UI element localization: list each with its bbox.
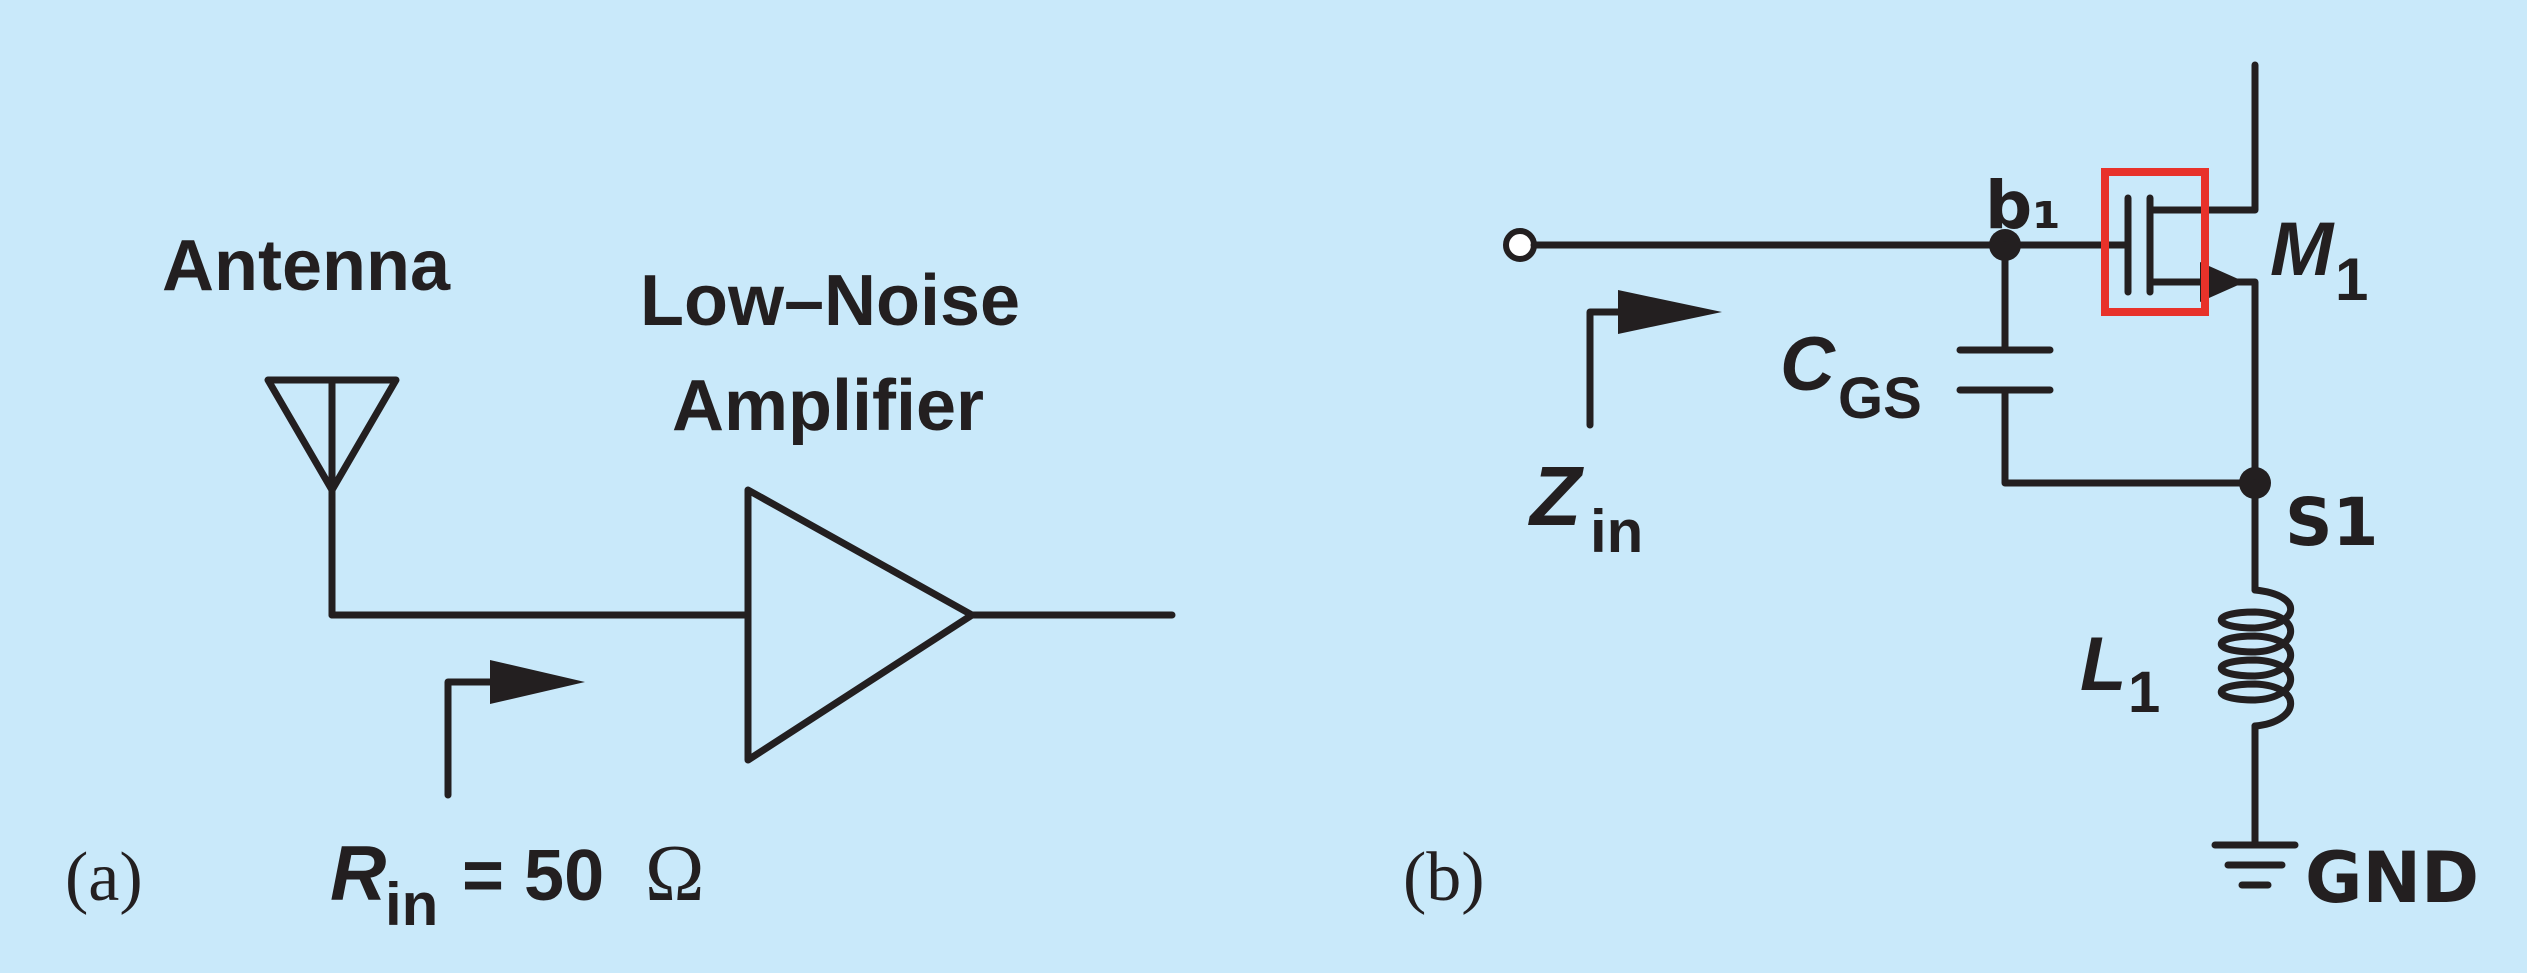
lna-label-line1: Low–Noise [640,261,1020,341]
cgs-capacitor [1956,241,2259,487]
zin-arrow [1586,290,1722,429]
ground-symbol [2211,841,2299,889]
rin-symbol: R [330,829,386,917]
m1-symbol: M [2270,207,2335,292]
panel-a-label: (a) [65,839,143,916]
mosfet-m1 [2124,61,2259,487]
panel-b: b₁ M 1 C GS S1 L 1 Z in GND (b) [1403,61,2479,919]
input-terminal [1503,228,1537,262]
rin-arrow [444,660,585,799]
cgs-subscript: GS [1838,366,1922,431]
cgs-symbol: C [1780,322,1836,407]
lna-label-line2: Amplifier [672,366,984,446]
zin-label: Z in [1528,449,1643,565]
rin-unit: Ω [645,830,704,918]
mosfet-highlight-box [2101,168,2209,316]
panel-a: Antenna Low–Noise Amplifier R in = 50 Ω … [65,226,1176,938]
rin-value: = 50 [462,836,604,916]
gate-node-label: b₁ [1985,167,2061,244]
zin-subscript: in [1590,498,1643,565]
panel-b-label: (b) [1403,839,1485,916]
antenna-feed-wire [328,504,749,619]
gnd-label: GND [2305,837,2479,919]
source-node-label: S1 [2285,484,2378,561]
rin-label: R in = 50 Ω [330,829,704,938]
l1-subscript: 1 [2128,660,2160,725]
rin-subscript: in [385,871,438,938]
inductor-l1 [2218,479,2295,849]
l1-label: L 1 [2080,622,2160,725]
cgs-label: C GS [1780,322,1922,431]
l1-symbol: L [2080,622,2126,707]
m1-label: M 1 [2270,207,2368,313]
source-arrow [2200,262,2245,302]
zin-symbol: Z [1528,449,1584,543]
lna-triangle [744,486,976,764]
antenna-label: Antenna [162,226,451,306]
m1-subscript: 1 [2335,246,2368,313]
